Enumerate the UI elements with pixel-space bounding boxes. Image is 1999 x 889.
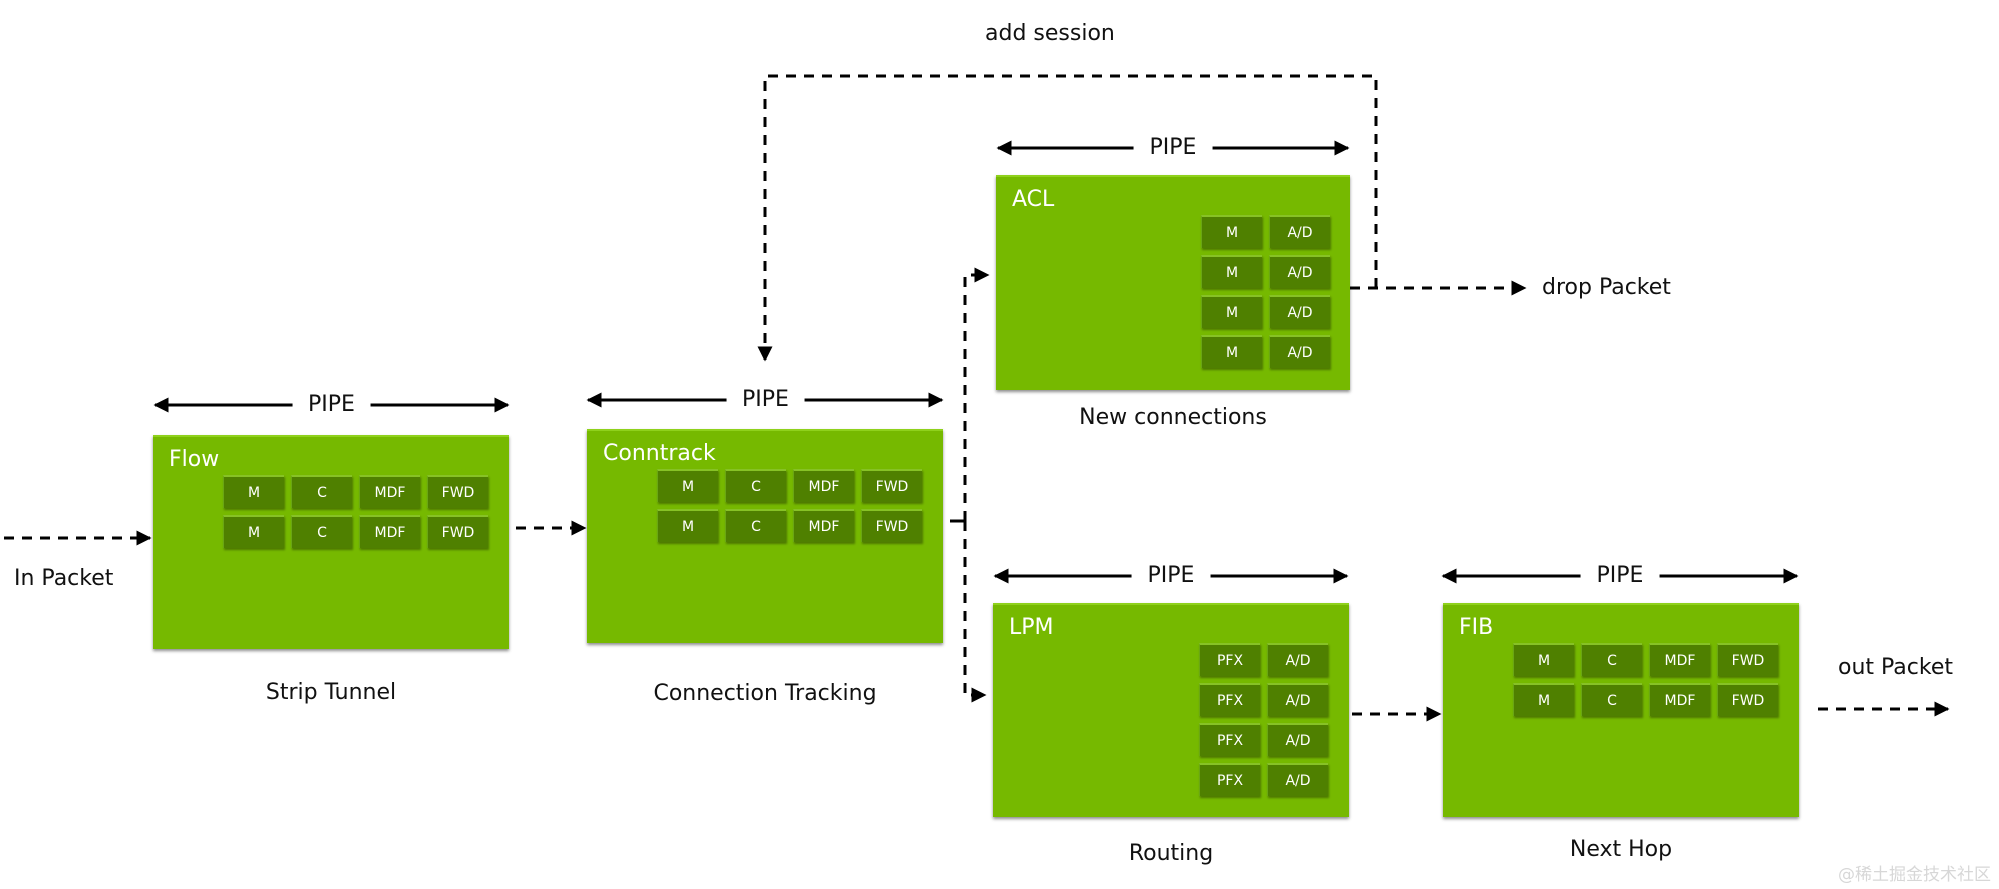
table-cell: PFX <box>1199 643 1260 676</box>
table-cell: C <box>1581 683 1642 716</box>
arrow-to-lpm <box>963 521 987 703</box>
pipe-conntrack: PIPE <box>588 386 943 414</box>
match-action-table: M A/D M A/D M A/D M A/D <box>1201 215 1330 368</box>
in-packet-label: In Packet <box>14 566 114 591</box>
caption-next-hop: Next Hop <box>1569 837 1673 862</box>
pipe-label: PIPE <box>1580 562 1660 590</box>
table-cell: MDF <box>359 515 420 548</box>
table-cell: A/D <box>1267 763 1328 796</box>
stage-lpm: LPM PFX A/D PFX A/D PFX A/D PFX A/D <box>993 603 1349 817</box>
table-cell: C <box>291 475 352 508</box>
table-cell: C <box>291 515 352 548</box>
table-cell: A/D <box>1267 723 1328 756</box>
table-cell: M <box>657 469 718 502</box>
pipe-lpm: PIPE <box>995 562 1347 590</box>
table-cell: A/D <box>1267 683 1328 716</box>
table-cell: MDF <box>793 469 854 502</box>
table-cell: PFX <box>1199 723 1260 756</box>
table-cell: MDF <box>1649 683 1710 716</box>
stage-flow: Flow M C MDF FWD M C MDF FWD <box>153 435 509 649</box>
stage-title: ACL <box>1012 187 1055 212</box>
table-cell: PFX <box>1199 683 1260 716</box>
caption-routing: Routing <box>1128 841 1214 866</box>
match-action-table: M C MDF FWD M C MDF FWD <box>1513 643 1778 716</box>
pipe-label: PIPE <box>1133 134 1213 162</box>
table-cell: M <box>1513 683 1574 716</box>
stage-fib: FIB M C MDF FWD M C MDF FWD <box>1443 603 1799 817</box>
stage-conntrack: Conntrack M C MDF FWD M C MDF FWD <box>587 429 943 643</box>
pipe-label: PIPE <box>292 391 371 419</box>
table-cell: A/D <box>1269 255 1330 288</box>
table-cell: PFX <box>1199 763 1260 796</box>
table-cell: A/D <box>1267 643 1328 676</box>
caption-new-connections: New connections <box>1079 405 1267 430</box>
match-action-table: M C MDF FWD M C MDF FWD <box>657 469 922 542</box>
add-session-label: add session <box>985 21 1115 46</box>
table-cell: C <box>725 509 786 542</box>
stage-title: Conntrack <box>603 441 716 466</box>
table-cell: M <box>1201 215 1262 248</box>
drop-packet-label: drop Packet <box>1542 275 1671 300</box>
stage-title: LPM <box>1009 615 1054 640</box>
table-cell: A/D <box>1269 295 1330 328</box>
table-cell: A/D <box>1269 335 1330 368</box>
table-cell: M <box>657 509 718 542</box>
stage-title: FIB <box>1459 615 1494 640</box>
table-cell: FWD <box>1717 683 1778 716</box>
match-action-table: PFX A/D PFX A/D PFX A/D PFX A/D <box>1199 643 1328 796</box>
pipe-acl: PIPE <box>998 134 1348 162</box>
table-cell: M <box>1201 335 1262 368</box>
table-cell: A/D <box>1269 215 1330 248</box>
table-cell: FWD <box>861 469 922 502</box>
out-packet-label: out Packet <box>1838 655 1953 680</box>
pipe-label: PIPE <box>1131 562 1211 590</box>
table-cell: C <box>1581 643 1642 676</box>
stage-title: Flow <box>169 447 220 472</box>
arrow-to-acl <box>963 267 990 521</box>
table-cell: MDF <box>359 475 420 508</box>
pipe-flow: PIPE <box>155 391 508 419</box>
pipe-label: PIPE <box>726 386 805 414</box>
table-cell: FWD <box>427 515 488 548</box>
match-action-table: M C MDF FWD M C MDF FWD <box>223 475 488 548</box>
stage-acl: ACL M A/D M A/D M A/D M A/D <box>996 175 1350 390</box>
table-cell: FWD <box>427 475 488 508</box>
table-cell: MDF <box>1649 643 1710 676</box>
table-cell: M <box>1201 295 1262 328</box>
table-cell: C <box>725 469 786 502</box>
table-cell: MDF <box>793 509 854 542</box>
table-cell: M <box>1201 255 1262 288</box>
table-cell: FWD <box>1717 643 1778 676</box>
table-cell: M <box>223 515 284 548</box>
table-cell: M <box>1513 643 1574 676</box>
pipe-fib: PIPE <box>1443 562 1797 590</box>
table-cell: FWD <box>861 509 922 542</box>
caption-strip-tunnel: Strip Tunnel <box>265 680 397 705</box>
watermark: @稀土掘金技术社区 <box>1838 865 1991 885</box>
table-cell: M <box>223 475 284 508</box>
caption-connection-tracking: Connection Tracking <box>653 681 877 706</box>
